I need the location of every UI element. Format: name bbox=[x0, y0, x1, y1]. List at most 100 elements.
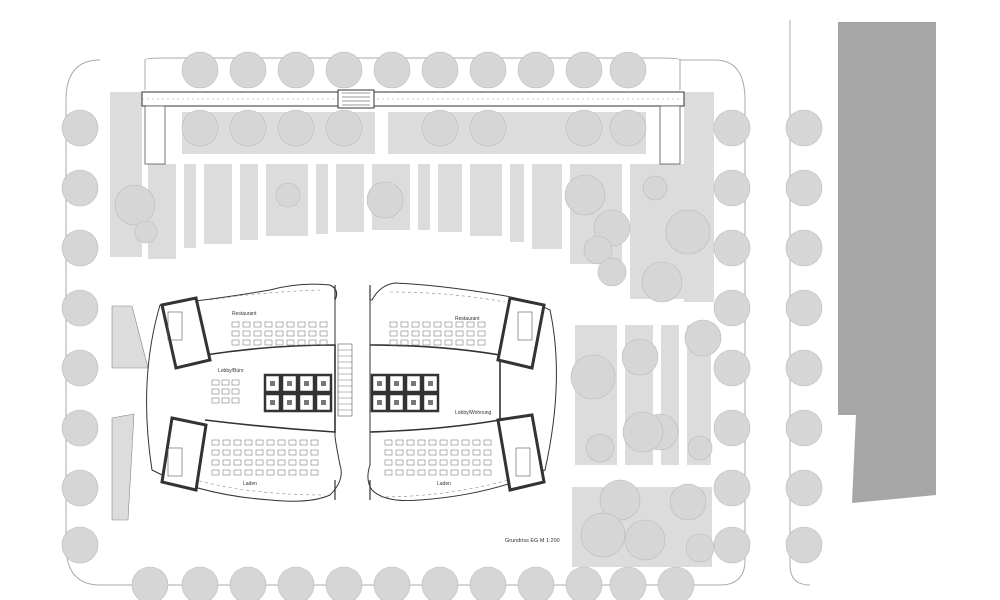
table bbox=[417, 459, 426, 466]
table bbox=[455, 339, 464, 346]
tree bbox=[275, 182, 301, 208]
neighbour-building bbox=[838, 22, 936, 503]
table bbox=[211, 397, 220, 404]
table bbox=[231, 397, 240, 404]
table bbox=[244, 459, 253, 466]
table bbox=[461, 439, 470, 446]
table bbox=[461, 459, 470, 466]
parking-area-top bbox=[110, 92, 714, 302]
tree bbox=[713, 109, 751, 147]
tree bbox=[114, 184, 156, 226]
table bbox=[461, 469, 470, 476]
table bbox=[277, 449, 286, 456]
table bbox=[477, 339, 486, 346]
tree bbox=[641, 261, 683, 303]
tree bbox=[713, 469, 751, 507]
tree bbox=[131, 566, 169, 600]
table bbox=[395, 439, 404, 446]
tree bbox=[621, 338, 659, 376]
tree bbox=[585, 433, 615, 463]
lift-cabin bbox=[428, 381, 433, 386]
tree bbox=[624, 519, 666, 561]
table bbox=[472, 439, 481, 446]
table bbox=[428, 449, 437, 456]
tree bbox=[669, 483, 707, 521]
table bbox=[411, 321, 420, 328]
table bbox=[308, 330, 317, 337]
tree bbox=[785, 109, 823, 147]
table bbox=[384, 439, 393, 446]
table bbox=[288, 469, 297, 476]
lift-core-group bbox=[263, 373, 440, 413]
lift-cabin bbox=[304, 400, 309, 405]
tree bbox=[565, 566, 603, 600]
table bbox=[444, 330, 453, 337]
lift-cabin bbox=[411, 381, 416, 386]
tree bbox=[61, 526, 99, 564]
table bbox=[231, 330, 240, 337]
tree bbox=[373, 566, 411, 600]
tree bbox=[685, 533, 715, 563]
table bbox=[286, 321, 295, 328]
table bbox=[211, 459, 220, 466]
table bbox=[244, 469, 253, 476]
tree bbox=[134, 220, 158, 244]
table bbox=[406, 439, 415, 446]
table bbox=[319, 330, 328, 337]
table bbox=[433, 330, 442, 337]
table bbox=[422, 321, 431, 328]
table bbox=[461, 449, 470, 456]
table bbox=[439, 449, 448, 456]
furniture-layer bbox=[211, 321, 492, 476]
table bbox=[211, 439, 220, 446]
lift-cabin bbox=[394, 381, 399, 386]
tree bbox=[469, 109, 507, 147]
central-stair bbox=[338, 349, 352, 411]
table bbox=[242, 330, 251, 337]
tree bbox=[785, 469, 823, 507]
table bbox=[288, 459, 297, 466]
tree bbox=[229, 566, 267, 600]
tree bbox=[583, 235, 613, 265]
tree bbox=[665, 209, 711, 255]
site-boundary-top bbox=[144, 57, 681, 61]
table bbox=[450, 459, 459, 466]
room-label-shop-right: Laden bbox=[437, 481, 451, 487]
tree bbox=[277, 51, 315, 89]
table bbox=[297, 339, 306, 346]
tree bbox=[61, 169, 99, 207]
tree bbox=[517, 566, 555, 600]
table bbox=[417, 469, 426, 476]
tree bbox=[642, 175, 668, 201]
table bbox=[297, 321, 306, 328]
table bbox=[472, 469, 481, 476]
table bbox=[244, 439, 253, 446]
table bbox=[389, 339, 398, 346]
tree bbox=[325, 566, 363, 600]
table bbox=[395, 449, 404, 456]
table bbox=[275, 321, 284, 328]
tree bbox=[713, 526, 751, 564]
table bbox=[222, 449, 231, 456]
table bbox=[472, 449, 481, 456]
table bbox=[450, 469, 459, 476]
table bbox=[277, 469, 286, 476]
table bbox=[222, 469, 231, 476]
tree bbox=[469, 566, 507, 600]
table bbox=[299, 459, 308, 466]
tree bbox=[61, 289, 99, 327]
table bbox=[211, 469, 220, 476]
tree bbox=[713, 409, 751, 447]
table bbox=[299, 439, 308, 446]
table bbox=[255, 469, 264, 476]
table bbox=[384, 459, 393, 466]
table bbox=[288, 449, 297, 456]
tree bbox=[564, 174, 606, 216]
table bbox=[422, 339, 431, 346]
table bbox=[297, 330, 306, 337]
lift-cabin bbox=[321, 400, 326, 405]
table bbox=[483, 449, 492, 456]
table bbox=[395, 469, 404, 476]
tree bbox=[785, 526, 823, 564]
table bbox=[439, 439, 448, 446]
